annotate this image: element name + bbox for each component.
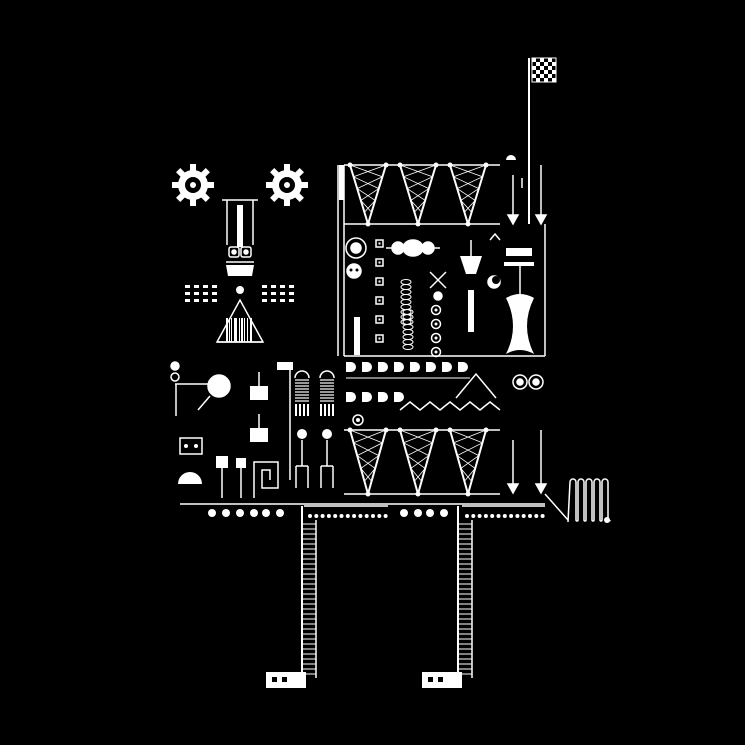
- indicator-squares: [375, 239, 384, 343]
- circuit-gates: [346, 362, 501, 426]
- foot-left: [266, 672, 306, 688]
- dial-rings: [430, 304, 442, 358]
- instrument-cluster: [345, 232, 534, 355]
- lattice-towers-upper: [347, 162, 489, 227]
- gear-left-icon: [172, 164, 214, 206]
- lattice-towers-lower: [347, 427, 489, 497]
- arrow-pins-upper: [506, 155, 548, 226]
- checkered-flag-icon: [531, 57, 557, 83]
- arrow-pins-lower: [506, 374, 548, 495]
- spring-coil: [400, 279, 414, 350]
- flag: [528, 57, 557, 224]
- face-indicator-dots: [185, 285, 294, 302]
- gear-right-icon: [266, 164, 308, 206]
- barcode-body: [226, 318, 252, 342]
- ladder-legs: [301, 506, 473, 678]
- foot-right: [422, 672, 462, 688]
- bellows-cylinders: [294, 370, 335, 488]
- serpentine-tail: [567, 478, 611, 523]
- left-machinery: [170, 361, 293, 498]
- base-rivets: [208, 505, 545, 518]
